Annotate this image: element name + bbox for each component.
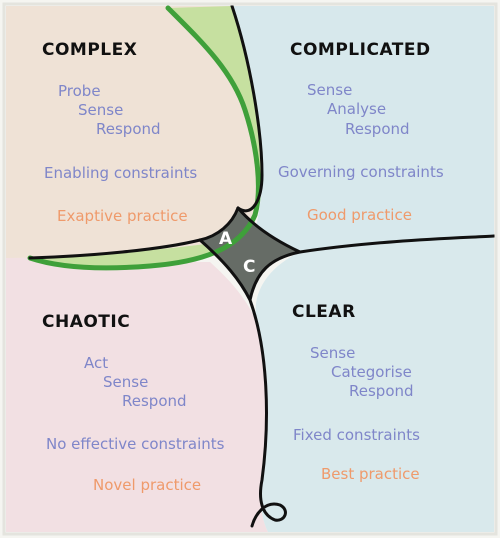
- aporetic-label: A: [219, 229, 233, 249]
- clear-verb-3: Respond: [349, 382, 414, 400]
- complicated-practice: Good practice: [307, 206, 412, 224]
- complex-constraint: Enabling constraints: [44, 164, 198, 182]
- chaotic-domain-area: [6, 257, 268, 532]
- chaotic-title: CHAOTIC: [42, 312, 131, 332]
- chaotic-constraint: No effective constraints: [46, 435, 225, 453]
- chaotic-verb-2: Sense: [103, 373, 149, 391]
- complicated-title: COMPLICATED: [290, 40, 431, 60]
- clear-constraint: Fixed constraints: [293, 426, 420, 444]
- chaotic-verb-1: Act: [84, 354, 109, 372]
- complicated-domain-area: [232, 6, 494, 253]
- complex-verb-3: Respond: [96, 120, 161, 138]
- complex-verb-2: Sense: [78, 101, 124, 119]
- confused-label: C: [243, 257, 256, 277]
- boundary-complex-chaotic: [28, 206, 240, 260]
- complex-title: COMPLEX: [42, 40, 138, 60]
- complicated-constraint: Governing constraints: [278, 163, 444, 181]
- boundary-complicated-clear: [236, 206, 496, 254]
- confused-aporetic-zone: [200, 208, 300, 300]
- complex-practice: Exaptive practice: [57, 207, 188, 225]
- liminal-boundary-line: [27, 5, 261, 271]
- complex-domain-area: [6, 6, 262, 258]
- boundary-complex-complicated: [230, 4, 264, 213]
- chaotic-practice: Novel practice: [93, 476, 202, 494]
- complicated-verb-1: Sense: [307, 81, 353, 99]
- complicated-verb-2: Analyse: [327, 100, 387, 118]
- clear-practice: Best practice: [321, 465, 420, 483]
- clear-verb-1: Sense: [310, 344, 356, 362]
- boundary-chaotic-clear: [198, 238, 302, 528]
- chaotic-verb-3: Respond: [122, 392, 187, 410]
- clear-verb-2: Categorise: [331, 363, 412, 381]
- clear-domain-area: [255, 236, 494, 532]
- clear-title: CLEAR: [292, 302, 356, 322]
- complicated-verb-3: Respond: [345, 120, 410, 138]
- complex-verb-1: Probe: [58, 82, 101, 100]
